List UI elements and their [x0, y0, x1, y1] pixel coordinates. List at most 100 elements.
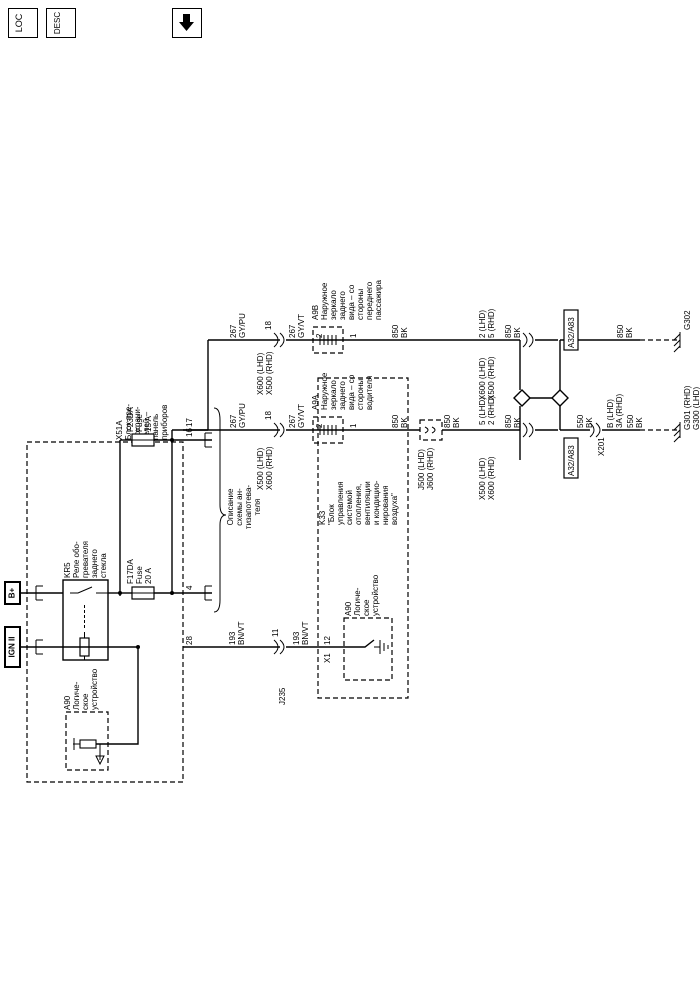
diagram-path	[522, 422, 534, 438]
label-connectors-c_bot_a_pins-0: 5 (LHD)	[478, 397, 487, 425]
label-wires-w850a-1: BK	[400, 417, 409, 428]
desc-label: DESC	[53, 12, 62, 34]
label-mirror_pass-lines-3: заднего	[338, 291, 347, 320]
label-connectors-x201: X201	[597, 437, 606, 456]
desc-icon: DESC	[53, 12, 62, 34]
splice-j500-outline	[419, 419, 443, 441]
ref-a32-a83-left	[563, 437, 579, 479]
label-power-ign_label: IGN II	[8, 637, 17, 658]
label-mirror_driver-lines-4: вида – со	[347, 374, 356, 410]
hvac-module-label: K33 "Блок управления системой отопления,…	[318, 480, 399, 525]
diagram-path	[96, 647, 139, 745]
label-wires-w850e-1: BK	[513, 327, 522, 338]
label-wires-w193a-1: BN/VT	[237, 621, 246, 645]
label-logic_right-lines-1: Логиче-	[353, 587, 362, 616]
location-view-button[interactable]: LOC	[8, 8, 38, 38]
label-fuse_block-lines-3: телей –	[142, 411, 151, 440]
label-wires-w850c-1: BK	[400, 327, 409, 338]
label-refs-ref_b: A32/A83	[567, 317, 576, 348]
label-wires-w850e-0: 850	[504, 324, 513, 338]
label-fuse_block-lines-1: Блок пре-	[124, 404, 133, 440]
label-wires-w267c-0: 267	[229, 324, 238, 338]
label-wires-w193b-1: BN/VT	[301, 621, 310, 645]
label-pins-p16: 16	[185, 428, 194, 437]
label-mirror_pass-lines-7: пассажира	[374, 280, 383, 321]
label-connectors-c_bot_a_pins-1: 2 (RHD)	[487, 395, 496, 425]
label-fuse_block-lines-4: панель	[151, 414, 160, 440]
description-view-button[interactable]: DESC	[46, 8, 76, 38]
label-hvac-lines-8: воздуха"	[390, 493, 399, 525]
diagram-path	[342, 639, 375, 648]
fuse-block-label: X51A Блок пре- дохрани- телей – панель п…	[115, 404, 169, 440]
label-mirror_driver-lines-0: A9A	[311, 394, 320, 410]
label-connectors-c_x201_pins-0: B (LHD)	[606, 399, 615, 428]
diagram-path	[73, 738, 80, 750]
label-pins-p1b: 1	[349, 333, 358, 338]
diagram-path	[35, 639, 43, 655]
diagram-path	[273, 422, 285, 438]
label-relay-lines-2: гревателя	[81, 541, 90, 578]
diagram-path	[213, 407, 227, 613]
label-fuse_block-lines-5: приборов	[160, 405, 169, 440]
label-connectors-c_bot_a-1: X600 (RHD)	[487, 456, 496, 500]
diagram-circle	[170, 591, 174, 595]
label-relay-lines-0: KR5	[63, 562, 72, 578]
label-connectors-c_j500-1: J600 (RHD)	[426, 447, 435, 490]
arrow-down-icon	[179, 14, 194, 31]
label-hvac-lines-7: нирования	[381, 485, 390, 525]
label-mirror_driver-lines-6: водителя	[365, 376, 374, 410]
scroll-down-button[interactable]	[172, 8, 202, 38]
diagram-path	[374, 640, 389, 654]
b-plus-source: B+	[4, 581, 21, 605]
label-relay-lines-3: заднего	[90, 549, 99, 578]
label-connectors-c_x600a-1: X500 (RHD)	[265, 351, 274, 395]
label-wires-w193a-0: 193	[228, 631, 237, 645]
label-wires-w267d-1: GY/VT	[297, 314, 306, 338]
diagram-path	[35, 585, 43, 601]
label-fuse1-lines-0: F17DA	[126, 558, 135, 584]
label-wires-w850f-1: BK	[625, 327, 634, 338]
label-mirror_pass-lines-5: стороны	[356, 289, 365, 320]
label-wires-w850d-0: 850	[504, 414, 513, 428]
relay-label: KR5 Реле обо- гревателя заднего стекла	[63, 541, 108, 578]
label-grounds-g_left-1: G300 (LHD)	[692, 387, 700, 430]
ref-a32-a83-right	[563, 309, 579, 351]
label-grounds-g_left-0: G301 (RHD)	[683, 385, 692, 430]
label-mirror_driver-lines-2: зеркало	[329, 380, 338, 410]
hvac-module-outline	[317, 377, 409, 699]
label-wires-w267d-0: 267	[288, 324, 297, 338]
label-heater_desc-lines-1: схемы ан-	[235, 488, 244, 526]
ign-ii-source: IGN II	[4, 626, 21, 668]
label-connectors-c_bot_b_pins-1: 5 (RHD)	[487, 308, 496, 338]
label-mirror_pass-lines-2: зеркало	[329, 290, 338, 320]
diagram-path	[313, 425, 343, 435]
label-connectors-c_x201_pins-1: 3A (RHD)	[615, 393, 624, 428]
label-logic_right-lines-2: ское	[362, 599, 371, 616]
label-wires-w267b-1: GY/VT	[297, 404, 306, 428]
mirror-passenger-label: A9B Наружное зеркало заднего вида – со с…	[311, 280, 383, 321]
label-hvac-lines-1: "Блок	[327, 504, 336, 525]
label-logic_left-lines-1: Логиче-	[72, 681, 81, 710]
label-hvac-lines-3: системой	[345, 490, 354, 525]
label-fuse2-lines-0: F23DA	[126, 406, 135, 432]
diagram-path	[273, 332, 285, 348]
label-wires-w850c-0: 850	[391, 324, 400, 338]
fuse-f17da-label: F17DA Fuse 20 A	[126, 558, 153, 584]
label-mirror_pass-lines-6: переднего	[365, 281, 374, 320]
label-connectors-c_x500a-0: X500 (LHD)	[256, 447, 265, 490]
label-wires-w850b-0: 850	[443, 414, 452, 428]
label-connectors-c_x500a-1: X600 (RHD)	[265, 446, 274, 490]
loc-label: LOC	[14, 13, 24, 32]
label-relay-lines-4: стекла	[99, 553, 108, 578]
label-mirror_pass-lines-0: A9B	[311, 305, 320, 320]
diagram-path	[70, 586, 93, 594]
label-wires-w550b-1: BK	[635, 417, 644, 428]
ground-symbol-right	[673, 332, 681, 353]
mirror-driver-label: A9A Наружное зеркало заднего вида – со с…	[311, 372, 374, 410]
heater-description-label: Описание схемы ан- тизапотева- теля	[226, 485, 262, 529]
label-connectors-c_bot_a-0: X500 (LHD)	[478, 457, 487, 500]
label-wires-w267a-1: GY/PU	[238, 403, 247, 428]
label-wires-w267c-1: GY/PU	[238, 313, 247, 338]
label-fuse1-lines-1: Fuse	[135, 566, 144, 584]
